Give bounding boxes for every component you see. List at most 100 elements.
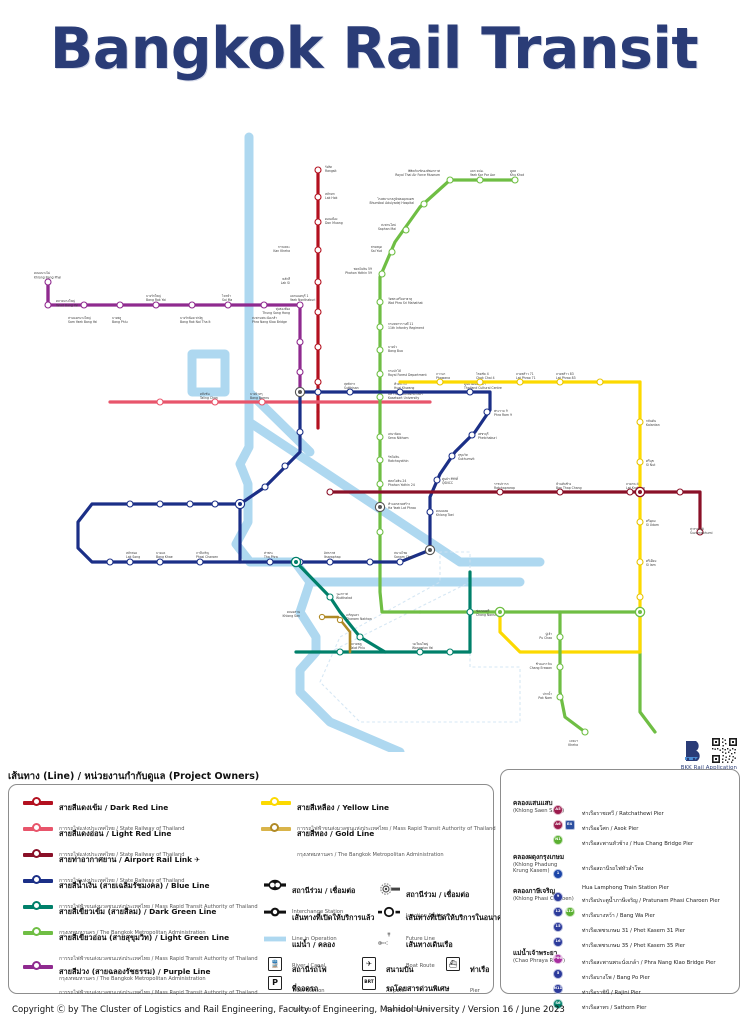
svg-text:ภาษีเจริญ: ภาษีเจริญ xyxy=(196,551,209,555)
line-swatch-purple xyxy=(23,960,53,973)
svg-text:Phawana: Phawana xyxy=(436,376,450,380)
svg-text:แยก คปอ.: แยก คปอ. xyxy=(470,169,484,173)
svg-text:Saphan Mai: Saphan Mai xyxy=(378,227,396,231)
svg-text:Bhumibol Adulyadej Hospital: Bhumibol Adulyadej Hospital xyxy=(369,201,414,205)
pier-group-en: (Chao Phraya River) xyxy=(513,957,566,964)
future-line-icon xyxy=(377,904,401,920)
svg-text:Si Iam: Si Iam xyxy=(646,563,656,567)
pier-group-th: แม่น้ำเจ้าพระยา xyxy=(513,949,558,957)
svg-text:11th Infantry Regiment: 11th Infantry Regiment xyxy=(388,326,425,330)
pier-row: A5 ท่าเรือราชเทวี / Ratchathewi Pier xyxy=(553,800,664,819)
svg-text:สายหยุด: สายหยุด xyxy=(371,245,382,250)
legend-line-owner: การรถไฟฟ้าขนส่งมวลชนแห่งประเทศไทย / Mass… xyxy=(59,956,258,962)
station-code-badge: N1 xyxy=(553,834,563,845)
legend-line-owner: การรถไฟแห่งประเทศไทย / State Railway of … xyxy=(59,878,185,884)
svg-text:Royal Forest Department: Royal Forest Department xyxy=(388,373,427,377)
pier-group-th: คลองแสนแสบ xyxy=(513,799,553,807)
stations-yellow: ภาวนา Phawana โชคชัย 4 Chok Chai 4 ลาดพร… xyxy=(436,371,660,601)
legend-symbol-en: Boat Route xyxy=(406,963,435,969)
interchange-markers xyxy=(234,386,646,618)
legend-line-light-red[interactable]: สายสีแดงอ่อน / Light Red Line การรถไฟแห่… xyxy=(23,821,185,861)
station-code-badge: S6 xyxy=(553,998,563,1009)
pier-name: ท่าเรือราชเทวี / Ratchathewi Pier xyxy=(582,811,664,817)
pier-name: ท่าเรือสะพานหัวช้าง / Hua Chang Bridge P… xyxy=(582,841,694,847)
svg-text:อิสรภาพ: อิสรภาพ xyxy=(324,551,335,555)
pier-row: 5 ท่าเรือบางโพ / Bang Po Pier xyxy=(553,964,650,983)
svg-text:Lak Si: Lak Si xyxy=(281,281,290,285)
legend-symbol-en: Airport xyxy=(386,988,404,994)
stations-light-green: คูคต Khu Khot แยก คปอ. Yaek Kor Por Aor … xyxy=(345,169,525,536)
svg-text:กลันตัน: กลันตัน xyxy=(646,419,657,423)
legend-line-dark-green[interactable]: สายสีเขียวเข้ม (สายสีลม) / Dark Green Li… xyxy=(23,899,216,939)
svg-text:Bang Bua: Bang Bua xyxy=(388,349,403,353)
boat-route-loop xyxy=(319,551,521,723)
pier-row: A6 E4 ท่าเรืออโศก / Asok Pier xyxy=(553,815,638,834)
svg-text:เจริญนคร: เจริญนคร xyxy=(346,613,359,617)
svg-text:Khu Khot: Khu Khot xyxy=(510,173,525,177)
svg-text:เพชรบุรี: เพชรบุรี xyxy=(478,432,489,437)
river-lower-right xyxy=(244,417,545,587)
pier-group-en-2: Krung Kasem) xyxy=(513,868,550,875)
legend-line-dark-red[interactable]: สายสีแดงเข้ม / Dark Red Line การรถไฟแห่ง… xyxy=(23,795,185,835)
pier-group-khlong-phadung-krung-kasem: คลองผดุงกรุงเกษม (Khlong Phadung Krung K… xyxy=(513,853,564,875)
transit-map[interactable]: .ln { fill:none; stroke-linecap:round; s… xyxy=(0,92,748,752)
svg-text:Bang Rak Yai: Bang Rak Yai xyxy=(146,298,166,302)
legend-symbol-en: Line in Operation xyxy=(292,936,337,942)
boat-route-icon xyxy=(377,931,401,947)
svg-text:Huai Khwang: Huai Khwang xyxy=(394,386,414,390)
line-swatch-light-red xyxy=(23,822,53,835)
svg-text:Wongwian Yai: Wongwian Yai xyxy=(412,646,433,650)
pier-name: ท่าเรือราชินี / Rajini Pier xyxy=(582,990,641,996)
svg-text:สะพานใหม่: สะพานใหม่ xyxy=(381,223,396,227)
pier-group-khlong-phasi-charoen: คลองภาษีเจริญ (Khlong Phasi Charoen) xyxy=(513,887,574,902)
title-bar: Bangkok Rail Transit xyxy=(0,6,748,92)
pier-row: 12 S12 ท่าเรือบางหว้า / Bang Wa Pier xyxy=(553,902,655,921)
legend-symbol-th: ท่าเรือ xyxy=(470,965,490,974)
svg-text:บางแค: บางแค xyxy=(156,551,165,555)
legend-line-name: สายท่าอากาศยาน / Airport Rail Link xyxy=(59,855,193,864)
legend-symbol-th: เส้นทางที่เปิดให้บริการในอนาคต xyxy=(406,913,507,922)
legend-symbol-en: Parking xyxy=(292,1007,312,1013)
svg-text:Bang Phlu: Bang Phlu xyxy=(112,320,128,324)
svg-text:Chang Erawan: Chang Erawan xyxy=(530,666,552,670)
legend-symbol-th: สถานีรถไฟ xyxy=(292,965,327,974)
svg-text:ห้วยขวาง: ห้วยขวาง xyxy=(394,382,407,386)
legend-symbol-train-station: 🚆 สถานีรถไฟ Train Station xyxy=(263,956,327,997)
legend-line-airport-rail-link[interactable]: สายท่าอากาศยาน / Airport Rail Link ✈ การ… xyxy=(23,847,200,887)
svg-text:ศรีเอี่ยม: ศรีเอี่ยม xyxy=(646,559,656,563)
svg-text:Tha Phra: Tha Phra xyxy=(263,555,278,559)
legend-line-owner: กรุงเทพมหานคร / The Bangkok Metropolitan… xyxy=(59,930,206,936)
legend-line-owner: การรถไฟฟ้าขนส่งมวลชนแห่งประเทศไทย / Mass… xyxy=(297,826,496,832)
legend-piers-box: คลองแสนแสบ (Khlong Saen Saep) A5 ท่าเรือ… xyxy=(500,769,740,1011)
legend-lines-box: สายสีแดงเข้ม / Dark Red Line การรถไฟแห่ง… xyxy=(8,784,507,1013)
svg-text:ภาวนา: ภาวนา xyxy=(436,372,446,376)
svg-text:Pu Chao: Pu Chao xyxy=(539,636,552,640)
svg-text:บางพลู: บางพลู xyxy=(112,316,121,320)
svg-text:สามแยกบางใหญ่: สามแยกบางใหญ่ xyxy=(68,316,91,320)
line-swatch-blue xyxy=(23,874,53,887)
legend-line-name: สายสีม่วง (สายฉลองรัชธรรม) / Purple Line xyxy=(59,967,211,976)
svg-text:Chok Chai 4: Chok Chai 4 xyxy=(476,376,495,380)
legend-line-gold[interactable]: สายสีทอง / Gold Line กรุงเทพมหานคร / The… xyxy=(261,821,444,861)
legend-symbol-th: แม่น้ำ / คลอง xyxy=(292,940,335,949)
svg-text:ช้างเอราวัณ: ช้างเอราวัณ xyxy=(536,662,552,666)
line-swatch-gold xyxy=(261,822,291,835)
svg-text:Lat Phrao 83: Lat Phrao 83 xyxy=(556,376,576,380)
brand-block: BKK Rail Application xyxy=(652,737,738,771)
svg-text:Sanam Chai: Sanam Chai xyxy=(394,555,413,559)
legend-line-yellow[interactable]: สายสีเหลือง / Yellow Line การรถไฟฟ้าขนส่… xyxy=(261,795,496,835)
svg-text:บ้านทับช้าง: บ้านทับช้าง xyxy=(556,482,572,486)
legend-symbol-bus-rapid-transit: BRT รถโดยสารด่วนพิเศษ Bus Rapid Transit xyxy=(357,975,449,1016)
legend-line-purple[interactable]: สายสีม่วง (สายฉลองรัชธรรม) / Purple Line… xyxy=(23,959,258,999)
pier-name-2: Hua Lamphong Train Station Pier xyxy=(582,885,669,892)
svg-text:สะพานพระนั่งเกล้า: สะพานพระนั่งเกล้า xyxy=(252,316,277,320)
svg-text:หลักสอง: หลักสอง xyxy=(126,551,138,555)
legend-line-light-green[interactable]: สายสีเขียวอ่อน (สายสุขุมวิท) / Light Gre… xyxy=(23,925,258,985)
svg-text:ศูนย์ฯ สิริกิติ์: ศูนย์ฯ สิริกิติ์ xyxy=(442,476,459,481)
svg-text:วัดพระศรีมหาธาตุ: วัดพระศรีมหาธาตุ xyxy=(388,297,412,302)
legend-line-blue[interactable]: สายสีน้ำเงิน (สายเฉลิมรัชมงคล) / Blue Li… xyxy=(23,873,258,913)
svg-text:Sai Yud: Sai Yud xyxy=(371,249,382,253)
svg-text:Ban Thap Chang: Ban Thap Chang xyxy=(556,486,582,490)
line-swatch-dark-red xyxy=(23,796,53,809)
svg-text:Bang Bamru: Bang Bamru xyxy=(250,396,269,400)
